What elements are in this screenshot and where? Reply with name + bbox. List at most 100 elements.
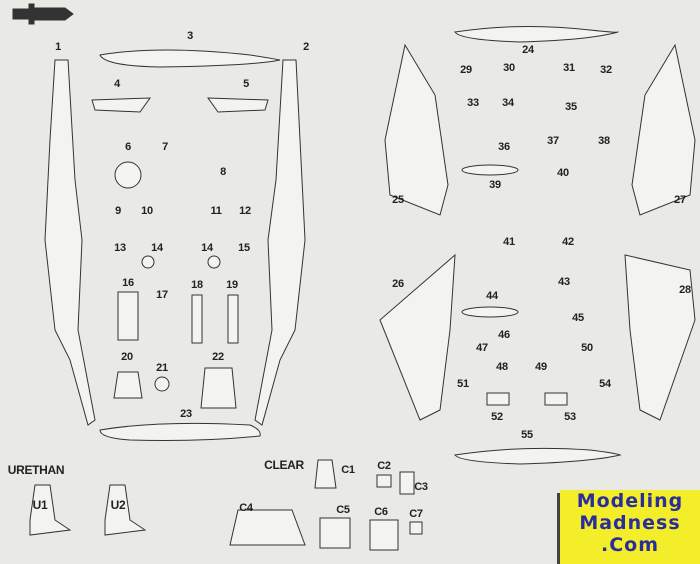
label-c2: C2 bbox=[377, 460, 391, 472]
part-24-tank bbox=[454, 25, 619, 43]
part-c7 bbox=[409, 521, 423, 535]
part-number-label: 13 bbox=[114, 242, 126, 254]
clear-title: CLEAR bbox=[264, 458, 304, 472]
part-number-label: 27 bbox=[674, 194, 686, 206]
part-number-label: 36 bbox=[498, 141, 510, 153]
part-number-label: 3 bbox=[187, 30, 193, 42]
part-number-label: 14 bbox=[151, 242, 163, 254]
part-26-wing bbox=[379, 253, 456, 421]
part-number-label: 55 bbox=[521, 429, 533, 441]
part-number-label: 51 bbox=[457, 378, 469, 390]
part-c4-canopy bbox=[229, 509, 306, 546]
part-c3 bbox=[399, 471, 415, 495]
part-number-label: 5 bbox=[243, 78, 249, 90]
part-number-label: 46 bbox=[498, 329, 510, 341]
part-number-label: 15 bbox=[238, 242, 250, 254]
part-number-label: 38 bbox=[598, 135, 610, 147]
part-number-label: 16 bbox=[122, 277, 134, 289]
modeling-madness-watermark: Modeling Madness .Com bbox=[560, 490, 700, 564]
part-53 bbox=[544, 392, 568, 406]
part-number-label: 22 bbox=[212, 351, 224, 363]
part-number-label: 40 bbox=[557, 167, 569, 179]
part-number-label: 7 bbox=[162, 141, 168, 153]
part-number-label: 6 bbox=[125, 141, 131, 153]
part-20 bbox=[113, 371, 143, 399]
part-number-label: 54 bbox=[599, 378, 611, 390]
part-19 bbox=[227, 294, 239, 344]
part-c5 bbox=[319, 517, 351, 549]
part-44 bbox=[461, 306, 519, 318]
part-number-label: 21 bbox=[156, 362, 168, 374]
part-number-label: 23 bbox=[180, 408, 192, 420]
part-number-label: 10 bbox=[141, 205, 153, 217]
part-21 bbox=[154, 376, 170, 392]
part-number-label: 48 bbox=[496, 361, 508, 373]
part-14b bbox=[207, 255, 221, 269]
part-16 bbox=[117, 291, 139, 341]
part-number-label: 8 bbox=[220, 166, 226, 178]
part-c2 bbox=[376, 474, 392, 488]
part-c6 bbox=[369, 519, 399, 551]
part-27-wing bbox=[631, 43, 696, 216]
part-number-label: 25 bbox=[392, 194, 404, 206]
part-u1-seat bbox=[29, 484, 72, 536]
part-number-label: 4 bbox=[114, 78, 120, 90]
part-25-wing bbox=[384, 43, 449, 216]
watermark-line-1: Modeling bbox=[576, 490, 684, 512]
part-number-label: 37 bbox=[547, 135, 559, 147]
part-number-label: 12 bbox=[239, 205, 251, 217]
part-number-label: 41 bbox=[503, 236, 515, 248]
part-number-label: 34 bbox=[502, 97, 514, 109]
part-number-label: 1 bbox=[55, 41, 61, 53]
knife-icon bbox=[12, 3, 74, 25]
part-number-label: 52 bbox=[491, 411, 503, 423]
part-number-label: 2 bbox=[303, 41, 309, 53]
part-number-label: 49 bbox=[535, 361, 547, 373]
part-number-label: 24 bbox=[522, 44, 534, 56]
part-number-label: 39 bbox=[489, 179, 501, 191]
urethane-title: URETHAN bbox=[7, 463, 65, 477]
part-number-label: 29 bbox=[460, 64, 472, 76]
label-u2: U2 bbox=[110, 498, 126, 512]
part-number-label: 17 bbox=[156, 289, 168, 301]
label-c6: C6 bbox=[374, 506, 388, 518]
watermark-line-3: .Com bbox=[600, 534, 659, 556]
part-number-label: 53 bbox=[564, 411, 576, 423]
watermark-line-2: Madness bbox=[579, 512, 681, 534]
part-28-wing bbox=[624, 254, 696, 421]
label-u1: U1 bbox=[32, 498, 48, 512]
part-3-tank bbox=[99, 49, 281, 68]
part-39 bbox=[461, 164, 519, 176]
part-number-label: 47 bbox=[476, 342, 488, 354]
part-number-label: 9 bbox=[115, 205, 121, 217]
label-c5: C5 bbox=[336, 504, 350, 516]
part-number-label: 50 bbox=[581, 342, 593, 354]
part-number-label: 32 bbox=[600, 64, 612, 76]
part-number-label: 31 bbox=[563, 62, 575, 74]
part-number-label: 30 bbox=[503, 62, 515, 74]
part-5 bbox=[207, 97, 269, 113]
part-c1 bbox=[314, 459, 337, 489]
part-18 bbox=[191, 294, 203, 344]
part-1-fuselage-left bbox=[44, 59, 96, 426]
part-number-label: 19 bbox=[226, 279, 238, 291]
part-number-label: 28 bbox=[679, 284, 691, 296]
part-number-label: 11 bbox=[210, 205, 222, 217]
part-4 bbox=[91, 97, 151, 113]
label-c1: C1 bbox=[341, 464, 355, 476]
label-c4: C4 bbox=[239, 502, 253, 514]
part-55-tank bbox=[454, 447, 622, 465]
part-number-label: 18 bbox=[191, 279, 203, 291]
part-number-label: 45 bbox=[572, 312, 584, 324]
part-number-label: 20 bbox=[121, 351, 133, 363]
part-number-label: 42 bbox=[562, 236, 574, 248]
part-6 bbox=[114, 161, 142, 189]
part-number-label: 26 bbox=[392, 278, 404, 290]
part-14a bbox=[141, 255, 155, 269]
label-c3: C3 bbox=[414, 481, 428, 493]
part-number-label: 33 bbox=[467, 97, 479, 109]
part-23-tank bbox=[99, 422, 261, 441]
part-number-label: 14 bbox=[201, 242, 213, 254]
